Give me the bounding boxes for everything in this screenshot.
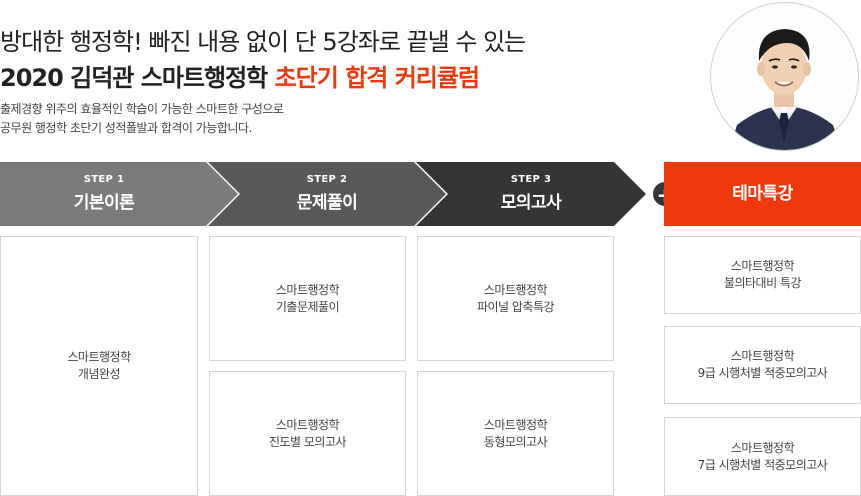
step-1-header: STEP 1 기본이론 bbox=[0, 162, 238, 226]
description-line2: 공무원 행정학 초단기 성적폴발과 합격이 가능합니다. bbox=[0, 121, 252, 135]
course-card-theme-special[interactable]: 스마트행정학 불의타대비 특강 bbox=[664, 236, 861, 314]
step-3-number: STEP 3 bbox=[510, 174, 552, 185]
headline-line2: 2020 김덕관 스마트행정학 초단기 합격 커리큘럼 bbox=[0, 58, 480, 93]
step-2-number: STEP 2 bbox=[306, 174, 348, 185]
step-2-header: STEP 2 문제풀이 bbox=[208, 162, 446, 226]
course-title: 스마트행정학 bbox=[275, 417, 340, 432]
course-card-grade7-mock[interactable]: 스마트행정학 7급 시행처별 적중모의고사 bbox=[664, 417, 861, 496]
course-subtitle: 기출문제풀이 bbox=[275, 299, 340, 314]
course-card-isomorphic-mock[interactable]: 스마트행정학 동형모의고사 bbox=[417, 371, 614, 496]
course-card-past-exam[interactable]: 스마트행정학 기출문제풀이 bbox=[209, 236, 406, 361]
course-subtitle: 진도별 모의고사 bbox=[268, 434, 347, 449]
instructor-portrait-icon bbox=[711, 3, 858, 150]
course-subtitle: 9급 시행처별 적중모의고사 bbox=[697, 366, 828, 380]
theme-lecture-header: 테마특강 bbox=[664, 162, 861, 226]
headline-prefix: 2020 김덕관 스마트행정학 bbox=[0, 64, 275, 92]
course-title: 스마트행정학 bbox=[483, 417, 548, 432]
course-subtitle: 7급 시행처별 적중모의고사 bbox=[697, 457, 828, 472]
step-1-number: STEP 1 bbox=[83, 174, 125, 185]
course-card-final[interactable]: 스마트행정학 파이널 압축특강 bbox=[417, 236, 614, 361]
course-title: 스마트행정학 bbox=[730, 349, 795, 363]
course-card-basic[interactable]: 스마트행정학 개념완성 bbox=[0, 236, 198, 496]
course-subtitle: 개념완성 bbox=[77, 367, 121, 381]
description-line1: 출제경향 위주의 효율적인 학습이 가능한 스마트한 구성으로 bbox=[0, 102, 284, 116]
course-title: 스마트행정학 bbox=[730, 259, 795, 273]
instructor-avatar bbox=[710, 2, 859, 151]
course-subtitle: 동형모의고사 bbox=[483, 434, 548, 449]
step-1-name: 기본이론 bbox=[73, 193, 135, 213]
course-subtitle: 불의타대비 특강 bbox=[723, 276, 802, 290]
course-title: 스마트행정학 bbox=[483, 282, 548, 297]
step-3-header: STEP 3 모의고사 bbox=[416, 162, 646, 226]
headline-highlight: 초단기 합격 커리큘럼 bbox=[274, 64, 480, 92]
description: 출제경향 위주의 효율적인 학습이 가능한 스마트한 구성으로 공무원 행정학 … bbox=[0, 100, 284, 138]
course-title: 스마트행정학 bbox=[730, 440, 795, 455]
course-subtitle: 파이널 압축특강 bbox=[476, 299, 555, 314]
course-card-progress-mock[interactable]: 스마트행정학 진도별 모의고사 bbox=[209, 371, 406, 496]
course-title: 스마트행정학 bbox=[67, 350, 131, 364]
course-title: 스마트행정학 bbox=[275, 282, 340, 297]
headline-line1: 방대한 행정학! 빠진 내용 없이 단 5강좌로 끝낼 수 있는 bbox=[0, 28, 526, 56]
course-card-grade9-mock[interactable]: 스마트행정학 9급 시행처별 적중모의고사 bbox=[664, 326, 861, 404]
step-3-name: 모의고사 bbox=[500, 193, 562, 213]
step-2-name: 문제풀이 bbox=[296, 193, 358, 213]
